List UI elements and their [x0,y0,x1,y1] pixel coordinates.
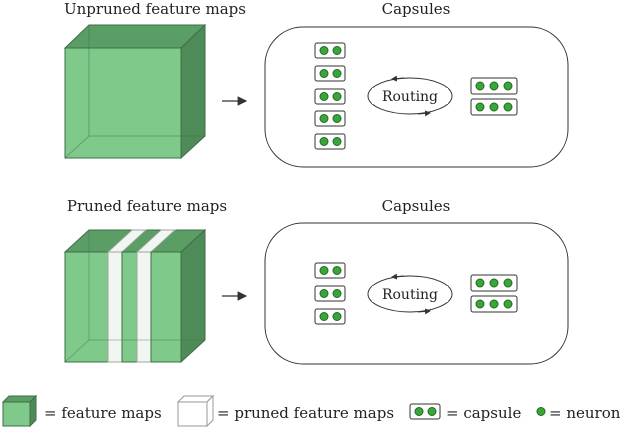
neuron [332,137,342,146]
pruned-feature-map-legend-icon [176,394,215,428]
capsule-column-right-bottom [470,274,518,313]
neuron [319,266,329,275]
neuron [475,278,485,288]
routing-bottom: Routing [367,273,453,315]
legend: = feature maps = pruned feature maps = c… [1,394,621,428]
capsules-title-top: Capsules [382,0,451,18]
unpruned-feature-cube [63,23,207,160]
capsules-title-bottom: Capsules [382,197,451,215]
neuron-legend-icon [536,407,546,416]
capsule-column-left-bottom [314,262,346,325]
unpruned-title: Unpruned feature maps [64,0,246,18]
neuron [489,299,499,309]
neuron [319,69,329,78]
neuron [503,299,513,309]
neuron [475,102,485,112]
neuron [475,81,485,91]
legend-capsule: = capsule [446,404,521,422]
neuron [319,137,329,146]
neuron [503,278,513,288]
neuron [489,81,499,91]
routing-label-top: Routing [382,89,438,105]
feature-map-legend-icon [1,394,38,428]
pruned-feature-cube [63,228,207,364]
neuron [319,92,329,101]
neuron [332,69,342,78]
neuron [503,102,513,112]
legend-feature-maps: = feature maps [44,404,162,422]
capsule-column-right-top [470,77,518,116]
neuron [503,81,513,91]
neuron [319,114,329,123]
legend-neuron: = neuron [549,404,621,422]
neuron [332,46,342,55]
neuron [332,114,342,123]
capsule-column-left-top [314,42,346,150]
routing-top: Routing [367,75,453,117]
neuron [332,312,342,321]
pruned-title: Pruned feature maps [67,197,227,215]
neuron [332,289,342,298]
neuron [332,92,342,101]
legend-pruned-feature-maps: = pruned feature maps [217,404,394,422]
neuron [475,299,485,309]
neuron [319,312,329,321]
neuron [332,266,342,275]
neuron [489,102,499,112]
capsule-legend-icon [409,403,441,420]
neuron [489,278,499,288]
routing-label-bottom: Routing [382,287,438,303]
neuron [319,46,329,55]
neuron [319,289,329,298]
